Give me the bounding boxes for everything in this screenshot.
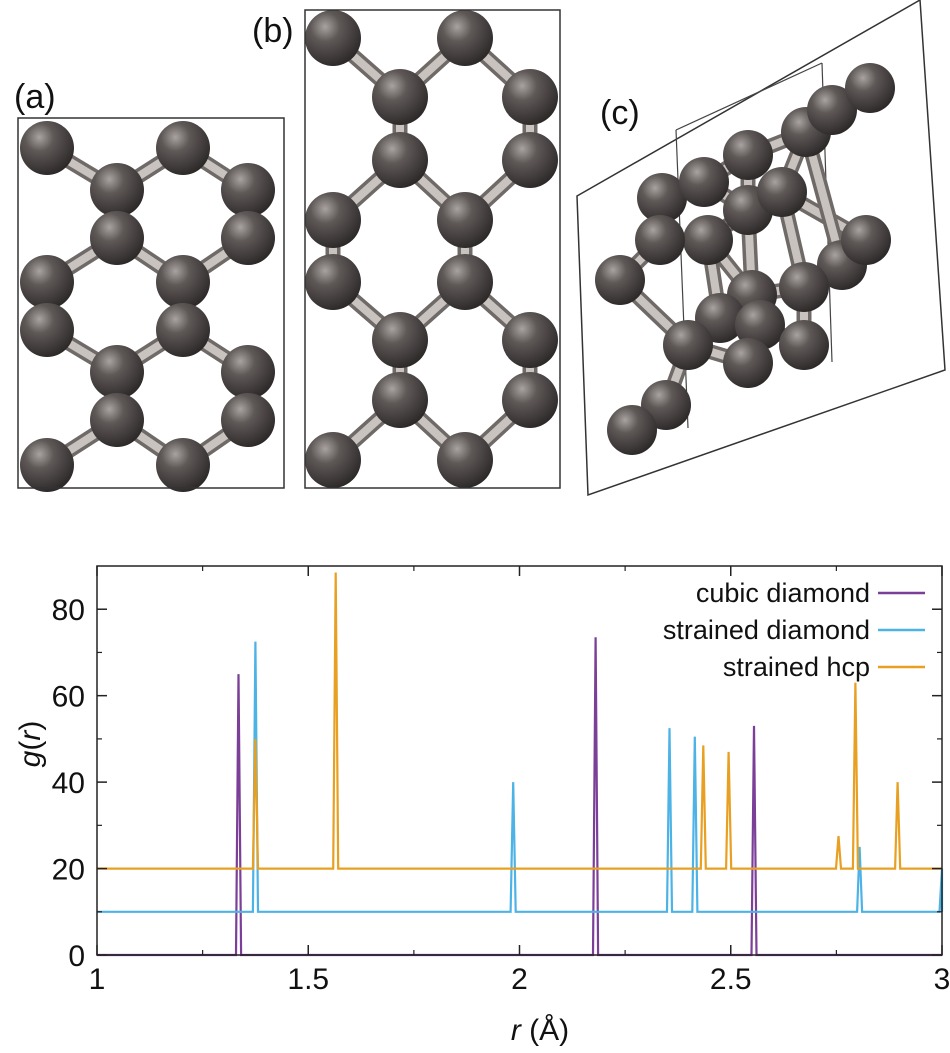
atom bbox=[437, 254, 493, 310]
unit-cell-edge bbox=[576, 0, 946, 497]
unit-cell-edge bbox=[675, 62, 823, 131]
atom bbox=[221, 393, 275, 447]
atom bbox=[502, 372, 558, 428]
y-axis-label: g(r) bbox=[14, 721, 47, 768]
atom bbox=[502, 312, 558, 368]
y-axis-symbol: g bbox=[14, 750, 47, 767]
atom bbox=[20, 438, 74, 492]
atom bbox=[635, 215, 685, 265]
atom bbox=[841, 215, 891, 265]
atom bbox=[637, 173, 687, 223]
atom bbox=[683, 215, 733, 265]
structure-panel-c bbox=[576, 0, 946, 497]
legend: cubic diamond strained diamond strained … bbox=[663, 578, 925, 682]
atom bbox=[779, 262, 829, 312]
atom bbox=[723, 338, 773, 388]
y-tick-label: 80 bbox=[52, 594, 85, 627]
atom bbox=[663, 320, 713, 370]
structure-panel-a bbox=[17, 117, 285, 492]
x-tick-label: 2 bbox=[511, 963, 528, 996]
unit-cell-edge bbox=[304, 9, 561, 489]
panel-label-b: (b) bbox=[252, 12, 294, 50]
series-layer bbox=[97, 572, 944, 957]
atom bbox=[90, 393, 144, 447]
atom bbox=[372, 372, 428, 428]
x-axis-unit: (Å) bbox=[521, 1014, 569, 1047]
atom bbox=[90, 163, 144, 217]
atom bbox=[156, 121, 210, 175]
atom bbox=[595, 255, 645, 305]
atom bbox=[437, 10, 493, 66]
x-tick-label: 3 bbox=[934, 963, 950, 996]
atom bbox=[607, 405, 657, 455]
panel-label-c: (c) bbox=[600, 94, 640, 132]
y-axis-paren-close: ) bbox=[14, 721, 47, 731]
y-tick-label: 0 bbox=[68, 940, 85, 973]
atom bbox=[90, 345, 144, 399]
atom bbox=[502, 132, 558, 188]
atom bbox=[221, 163, 275, 217]
atom bbox=[221, 211, 275, 265]
atom bbox=[723, 130, 773, 180]
atom bbox=[372, 132, 428, 188]
structure-panel-b bbox=[304, 9, 561, 489]
x-tick-label: 1 bbox=[89, 963, 106, 996]
x-tick-label: 2.5 bbox=[710, 963, 752, 996]
atom bbox=[90, 211, 144, 265]
legend-label-1: strained diamond bbox=[663, 615, 870, 645]
atom bbox=[437, 192, 493, 248]
atom bbox=[679, 157, 729, 207]
legend-label-0: cubic diamond bbox=[696, 578, 870, 608]
atom bbox=[305, 254, 361, 310]
atom bbox=[20, 255, 74, 309]
atom bbox=[305, 432, 361, 488]
atom bbox=[221, 345, 275, 399]
x-axis-label: r (Å) bbox=[511, 1014, 569, 1047]
atom bbox=[502, 69, 558, 125]
atom bbox=[372, 69, 428, 125]
y-axis-inner: r bbox=[14, 730, 47, 741]
y-tick-label: 60 bbox=[52, 681, 85, 714]
ticks-layer: 1 1.5 2 2.5 3 0 20 40 60 80 bbox=[52, 566, 950, 996]
atom bbox=[305, 192, 361, 248]
atom bbox=[156, 255, 210, 309]
y-tick-label: 20 bbox=[52, 854, 85, 887]
y-tick-label: 40 bbox=[52, 767, 85, 800]
atom bbox=[735, 300, 785, 350]
unit-cell-edge bbox=[17, 117, 285, 489]
atom bbox=[757, 167, 807, 217]
rdf-chart: 1 1.5 2 2.5 3 0 20 40 60 80 cubic diamond straine… bbox=[14, 565, 950, 1047]
series-line-1 bbox=[97, 641, 944, 913]
atom bbox=[372, 312, 428, 368]
legend-label-2: strained hcp bbox=[723, 652, 870, 682]
atom bbox=[305, 10, 361, 66]
atom bbox=[156, 303, 210, 357]
series-line-0 bbox=[97, 637, 942, 957]
panel-label-a: (a) bbox=[14, 78, 56, 116]
atom bbox=[156, 438, 210, 492]
atom bbox=[845, 63, 895, 113]
y-axis-paren-open: ( bbox=[14, 741, 47, 751]
x-axis-symbol: r bbox=[511, 1014, 522, 1047]
atom bbox=[20, 303, 74, 357]
x-tick-label: 1.5 bbox=[287, 963, 329, 996]
atom bbox=[779, 320, 829, 370]
series-line-2 bbox=[97, 572, 942, 870]
atom bbox=[437, 432, 493, 488]
atom bbox=[20, 121, 74, 175]
atom bbox=[807, 85, 857, 135]
